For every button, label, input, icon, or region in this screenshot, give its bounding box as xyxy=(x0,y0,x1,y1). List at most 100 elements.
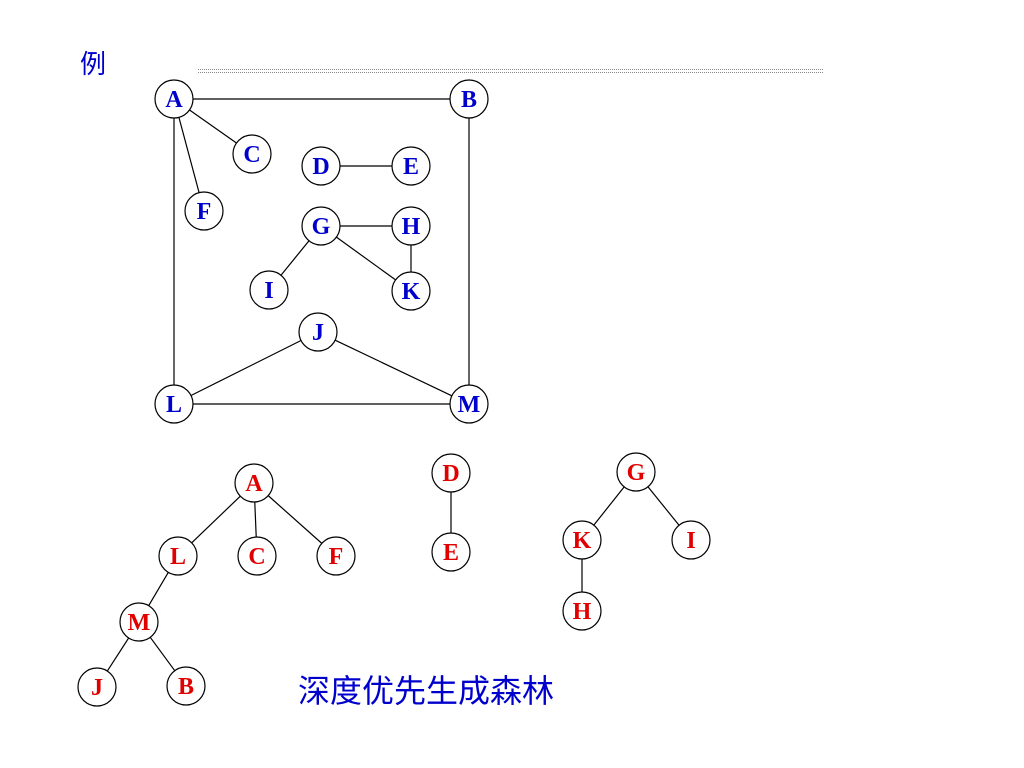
graph-node-circle xyxy=(301,146,341,186)
graph-edge-j-l xyxy=(190,339,302,397)
graph-node-circle xyxy=(449,384,489,424)
graph-node-label: E xyxy=(403,154,419,180)
forest-node-m: M xyxy=(119,602,159,642)
forest-node-circle xyxy=(616,452,656,492)
forest-tree-3: G K I H xyxy=(562,452,711,631)
forest-node-circle xyxy=(562,520,602,560)
graph-node-label: D xyxy=(312,154,329,180)
forest-node-circle xyxy=(671,520,711,560)
graph-node-c: C xyxy=(232,134,272,174)
forest-caption: 深度优先生成森林 xyxy=(298,672,555,710)
graph-node-e: E xyxy=(391,146,431,186)
forest-edge-m-j xyxy=(106,637,130,672)
title-rule xyxy=(198,69,823,73)
graph-node-label: F xyxy=(197,199,212,225)
graph-node-circle xyxy=(154,79,194,119)
graph-node-b: B xyxy=(449,79,489,119)
graph-node-label: L xyxy=(166,392,182,418)
graph-node-label: B xyxy=(461,87,477,113)
graph-edge-a-f xyxy=(178,117,200,193)
graph-node-m: M xyxy=(449,384,489,424)
forest-node-c: C xyxy=(237,536,277,576)
graph-nodes: A B C D E F G H I K J L M xyxy=(154,79,489,424)
forest-edge-a-l xyxy=(191,495,241,544)
graph-node-label: C xyxy=(243,142,260,168)
forest-node-circle xyxy=(431,453,471,493)
forest-node-b: B xyxy=(166,666,206,706)
graph-node-d: D xyxy=(301,146,341,186)
forest-node-d: D xyxy=(431,453,471,493)
forest-node-label: I xyxy=(686,528,695,554)
forest-node-label: H xyxy=(573,599,592,625)
forest-node-label: G xyxy=(627,460,646,486)
forest-edge-a-f xyxy=(267,495,323,544)
forest-node-h: H xyxy=(562,591,602,631)
forest-node-l: L xyxy=(158,536,198,576)
forest-node-e: E xyxy=(431,532,471,572)
graph-node-i: I xyxy=(249,270,289,310)
graph-node-label: A xyxy=(165,87,183,113)
forest-node-a: A xyxy=(234,463,274,503)
graph-node-f: F xyxy=(184,191,224,231)
graph-node-label: K xyxy=(402,279,421,305)
forest-node-label: M xyxy=(128,610,151,636)
graph-node-g: G xyxy=(301,206,341,246)
graph-node-circle xyxy=(391,146,431,186)
forest-edge-a-c xyxy=(254,501,257,538)
graph-node-label: H xyxy=(402,214,421,240)
graph-node-circle xyxy=(154,384,194,424)
forest-node-k: K xyxy=(562,520,602,560)
graph-edge-g-i xyxy=(280,240,310,276)
graph-node-label: M xyxy=(458,392,481,418)
graph-node-circle xyxy=(301,206,341,246)
graph-node-h: H xyxy=(391,206,431,246)
graph-edge-g-k xyxy=(336,236,396,281)
graph-node-label: J xyxy=(312,320,324,346)
forest-node-label: D xyxy=(442,461,459,487)
forest-node-f: F xyxy=(316,536,356,576)
graph-edges xyxy=(173,98,470,405)
graph-node-label: I xyxy=(264,278,273,304)
graph-edge-a-c xyxy=(189,109,237,144)
graph-node-label: G xyxy=(312,214,331,240)
forest-node-circle xyxy=(158,536,198,576)
forest-node-circle xyxy=(237,536,277,576)
graph-node-circle xyxy=(449,79,489,119)
forest-node-circle xyxy=(431,532,471,572)
forest-edge-g-k xyxy=(593,486,625,526)
forest-edge-l-m xyxy=(148,572,169,606)
forest-edge-g-i xyxy=(647,486,680,526)
graph-node-k: K xyxy=(391,271,431,311)
graph-node-circle xyxy=(391,271,431,311)
graph-node-circle xyxy=(232,134,272,174)
forest-tree-1: A L C F M J B xyxy=(77,463,356,707)
forest-node-label: A xyxy=(245,471,263,497)
forest-tree-2: DE xyxy=(431,453,471,572)
graph-node-circle xyxy=(298,312,338,352)
forest-edge-m-b xyxy=(149,636,176,672)
forest-node-label: K xyxy=(573,528,592,554)
forest-node-label: E xyxy=(443,540,459,566)
forest-node-circle xyxy=(77,667,117,707)
forest-node-label: C xyxy=(248,544,265,570)
example-label: 例 xyxy=(80,50,107,80)
forest-node-circle xyxy=(166,666,206,706)
forest-node-label: F xyxy=(329,544,344,570)
forest-node-circle xyxy=(562,591,602,631)
graph-node-circle xyxy=(391,206,431,246)
forest-node-i: I xyxy=(671,520,711,560)
forest-node-label: B xyxy=(178,674,194,700)
graph-node-circle xyxy=(184,191,224,231)
forest-node-circle xyxy=(316,536,356,576)
graph-node-l: L xyxy=(154,384,194,424)
forest-node-circle xyxy=(234,463,274,503)
graph-node-j: J xyxy=(298,312,338,352)
graph-node-a: A xyxy=(154,79,194,119)
forest-node-j: J xyxy=(77,667,117,707)
forest-node-label: L xyxy=(170,544,186,570)
forest-node-circle xyxy=(119,602,159,642)
graph-edge-j-m xyxy=(334,339,453,397)
forest-node-label: J xyxy=(91,675,103,701)
graph-node-circle xyxy=(249,270,289,310)
